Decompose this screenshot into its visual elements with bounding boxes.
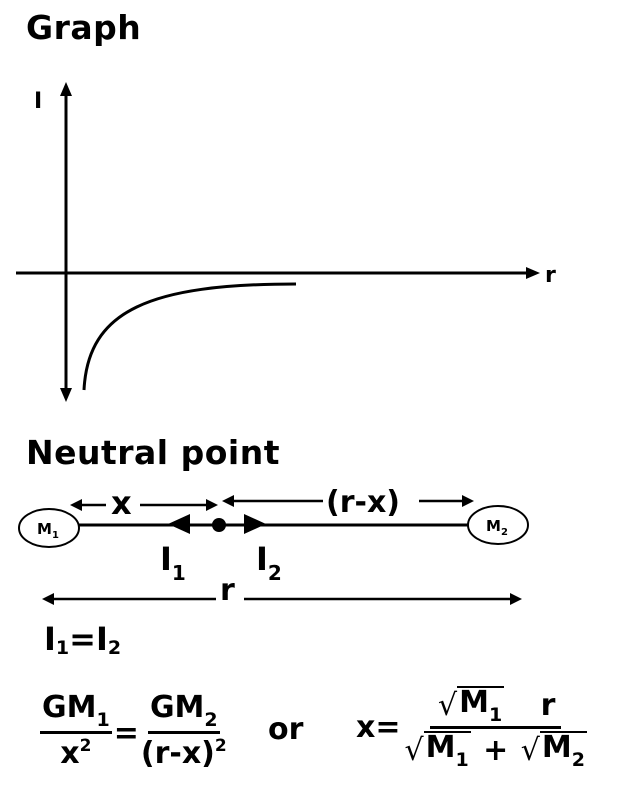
equality-lhs-sub: 1 <box>55 637 70 659</box>
equality-rhs-sub: 2 <box>107 637 122 659</box>
r-arrow-right <box>510 593 522 605</box>
i1-label: I1 <box>160 540 186 585</box>
neutral-point-dot <box>212 518 226 532</box>
equality-rhs: I <box>95 620 108 658</box>
rhs-fraction: GM2 (r-x)2 <box>141 690 227 776</box>
graph-heading: Graph <box>26 8 142 47</box>
sqrt-m1-numerator: √M1 <box>438 685 505 726</box>
rx-arrow-left <box>222 495 234 507</box>
sqrt-m1-denominator: √M1 <box>404 730 471 771</box>
i2-arrow <box>244 514 266 534</box>
x-distance-label: x <box>111 484 132 522</box>
i1-arrow <box>168 514 190 534</box>
potential-curve <box>82 282 297 391</box>
equality-sign: = <box>69 620 96 658</box>
rhs-denominator-sup: 2 <box>214 736 227 756</box>
x-equals: x= <box>356 710 401 745</box>
equality-lhs: I <box>44 620 56 658</box>
potential-graph: I r <box>16 82 556 402</box>
gravity-ratio-equation: GM1 x2 = GM2 (r-x)2 <box>40 690 227 776</box>
neutral-point-heading: Neutral point <box>26 433 280 472</box>
lhs-numerator-sub: 1 <box>96 709 110 731</box>
x-arrow-left <box>70 499 82 511</box>
mass-2-label: M2 <box>486 517 508 538</box>
r-arrow-left <box>42 593 54 605</box>
r-distance-label: r <box>220 573 235 608</box>
or-word: or <box>268 712 304 747</box>
rx-distance-label: (r-x) <box>326 485 400 520</box>
lhs-numerator: GM <box>42 690 97 725</box>
x-arrow-right <box>206 499 218 511</box>
x-axis-label: r <box>545 263 556 288</box>
i2-label: I2 <box>256 540 282 585</box>
rx-arrow-right <box>462 495 474 507</box>
lhs-denominator: x <box>60 736 80 771</box>
rhs-numerator: GM <box>149 690 205 725</box>
lhs-denominator-sup: 2 <box>79 736 92 756</box>
sqrt-m2-denominator: √M2 <box>520 730 587 771</box>
rhs-denominator: (r-x) <box>140 736 215 771</box>
mass-1-label: M1 <box>37 520 59 541</box>
rhs-numerator-sub: 2 <box>204 709 218 731</box>
y-axis-arrow-up <box>60 82 72 96</box>
ratio-equals: = <box>113 715 139 751</box>
mass-1-circle <box>18 508 80 548</box>
y-axis-arrow-down <box>60 388 72 402</box>
y-axis-label: I <box>34 89 42 114</box>
neutral-distance-equation: x= √M1 r √M1 + √M2 <box>356 685 587 771</box>
numerator-r: r <box>540 688 556 723</box>
neutral-point-diagram: M1 M2 x (r-x) I1 I2 r <box>18 482 529 608</box>
x-fraction: √M1 r √M1 + √M2 <box>404 685 587 771</box>
x-axis-arrow <box>526 267 540 279</box>
denominator-plus: + <box>483 733 509 768</box>
lhs-fraction: GM1 x2 <box>40 690 112 776</box>
